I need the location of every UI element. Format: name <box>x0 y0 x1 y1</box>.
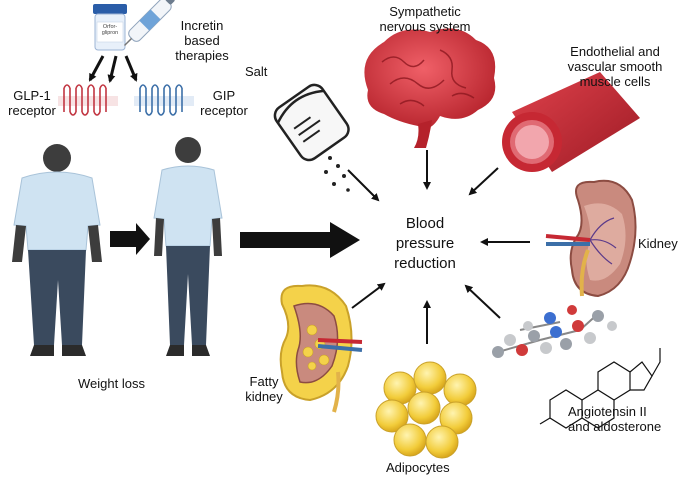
incretin-line3: therapies <box>175 48 229 63</box>
molecule-icon <box>492 305 617 358</box>
pill-vial-icon <box>93 4 127 51</box>
injection-pen-icon <box>123 0 175 47</box>
adipocytes-icon <box>375 361 477 459</box>
steroid-structure-icon <box>539 348 661 429</box>
arrow-vessel <box>468 167 499 196</box>
arrow-fatty-kidney <box>351 282 386 309</box>
center-line2: pressure <box>395 235 455 252</box>
center-line1: Blood <box>405 215 445 232</box>
sympathetic-line1: Sympathetic <box>389 4 461 19</box>
incretin-line2: based <box>184 33 220 48</box>
angiotensin-line1: Angiotensin II <box>568 404 647 419</box>
arrow-vial-to-receptor <box>107 55 118 83</box>
sympathetic-line2: nervous system <box>379 19 471 34</box>
arrow-salt <box>347 169 380 202</box>
blood-vessel-icon <box>502 72 640 172</box>
weight-loss-arrow <box>110 223 150 255</box>
slim-person-icon <box>153 137 223 356</box>
glp1-label: GLP-1 receptor <box>6 88 58 118</box>
vial-label-line2: glipron <box>101 30 119 36</box>
glp1-line2: receptor <box>8 103 56 118</box>
salt-shaker-icon <box>273 83 350 162</box>
endothelial-line1: Endothelial and <box>570 44 660 59</box>
weight-to-bp-arrow <box>240 222 360 258</box>
kidney-label: Kidney <box>638 236 678 251</box>
glp1-line1: GLP-1 <box>13 88 51 103</box>
vial-label: Orfor- glipron <box>95 24 125 36</box>
obese-person-icon <box>12 144 102 356</box>
gip-label: GIP receptor <box>196 88 252 118</box>
weight-loss-label: Weight loss <box>78 376 145 391</box>
arrow-angiotensin <box>464 284 501 319</box>
endothelial-line3: muscle cells <box>579 74 651 89</box>
blood-pressure-reduction-label: Blood pressure reduction <box>375 214 475 274</box>
glp1-receptor-icon <box>58 84 118 116</box>
center-line3: reduction <box>394 255 456 272</box>
angiotensin-line2: and aldosterone <box>568 419 662 434</box>
fatty-kidney-icon <box>279 284 363 413</box>
incretin-label: Incretin based therapies <box>164 18 240 63</box>
adipocytes-label: Adipocytes <box>386 460 450 475</box>
arrow-vial-to-glp1 <box>88 55 105 82</box>
angiotensin-label: Angiotensin II and aldosterone <box>568 404 661 434</box>
fatty-kidney-line2: kidney <box>245 389 283 404</box>
sympathetic-label: Sympathetic nervous system <box>360 4 490 34</box>
kidney-icon <box>545 179 637 298</box>
endothelial-label: Endothelial and vascular smooth muscle c… <box>550 44 680 89</box>
gip-receptor-icon <box>134 84 194 116</box>
incretin-line1: Incretin <box>180 18 224 33</box>
salt-grains <box>324 156 350 192</box>
gip-line1: GIP <box>212 88 236 103</box>
brain-icon <box>364 28 496 148</box>
endothelial-line2: vascular smooth <box>567 59 663 74</box>
fatty-kidney-line1: Fatty <box>249 374 279 389</box>
gip-line2: receptor <box>200 103 248 118</box>
salt-label: Salt <box>245 64 268 79</box>
fatty-kidney-label: Fatty kidney <box>244 374 284 404</box>
arrow-pen-to-gip <box>124 55 138 82</box>
vial-label-line1: Orfor- <box>102 24 118 30</box>
